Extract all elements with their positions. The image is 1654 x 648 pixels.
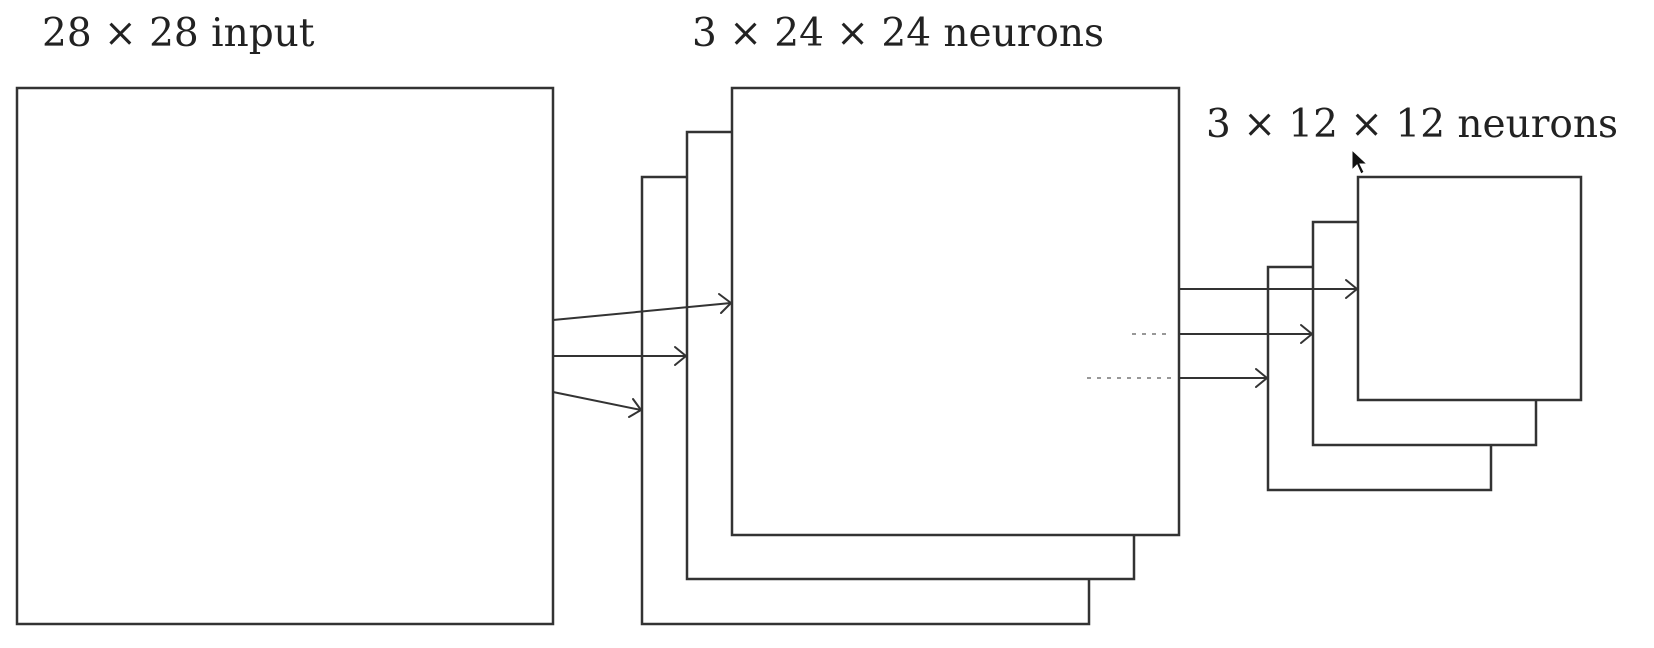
arrow-to-conv-map-3 [552,391,642,418]
mouse-cursor-icon [1351,148,1369,175]
conv-feature-map-1 [730,86,1181,537]
arrow-to-pool-map-1 [1179,279,1358,299]
pool-feature-map-1 [1356,175,1583,402]
arrow-to-conv-map-2 [553,346,687,366]
input-to-conv-arrows [552,293,732,418]
arrow-to-conv-map-1 [552,293,732,321]
arrow-to-pool-map-3 [1179,368,1268,388]
input-layer-square [15,86,555,626]
pool-layer-label: 3 × 12 × 12 neurons [1206,102,1618,147]
arrow-to-pool-map-2 [1179,324,1313,344]
pool-layer-stack [1266,175,1583,492]
conv-layer-label: 3 × 24 × 24 neurons [692,11,1104,56]
input-layer-label: 28 × 28 input [42,11,315,56]
conv-to-pool-arrows [1179,279,1358,388]
conv-layer-stack [640,86,1181,626]
